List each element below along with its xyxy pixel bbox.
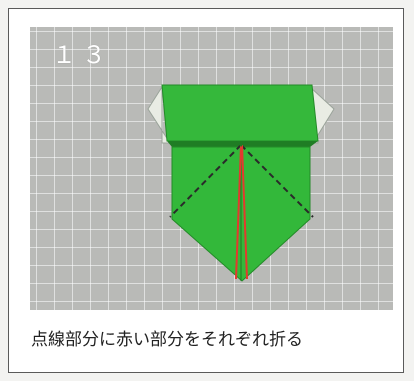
left-red-edge [235,144,242,280]
left-dashed-fold-line [169,144,242,218]
right-red-edge [241,144,248,280]
top-green-band [161,84,319,142]
origami-model [147,84,335,282]
instruction-caption: 点線部分に赤い部分をそれぞれ折る [31,330,303,350]
right-dashed-fold-line [240,144,314,218]
origami-photo: １３ [30,27,393,310]
instruction-card: １３ 点線部分に赤い部分をそれぞれ折る [8,8,404,373]
step-number: １３ [52,41,112,69]
center-notch [236,141,246,147]
